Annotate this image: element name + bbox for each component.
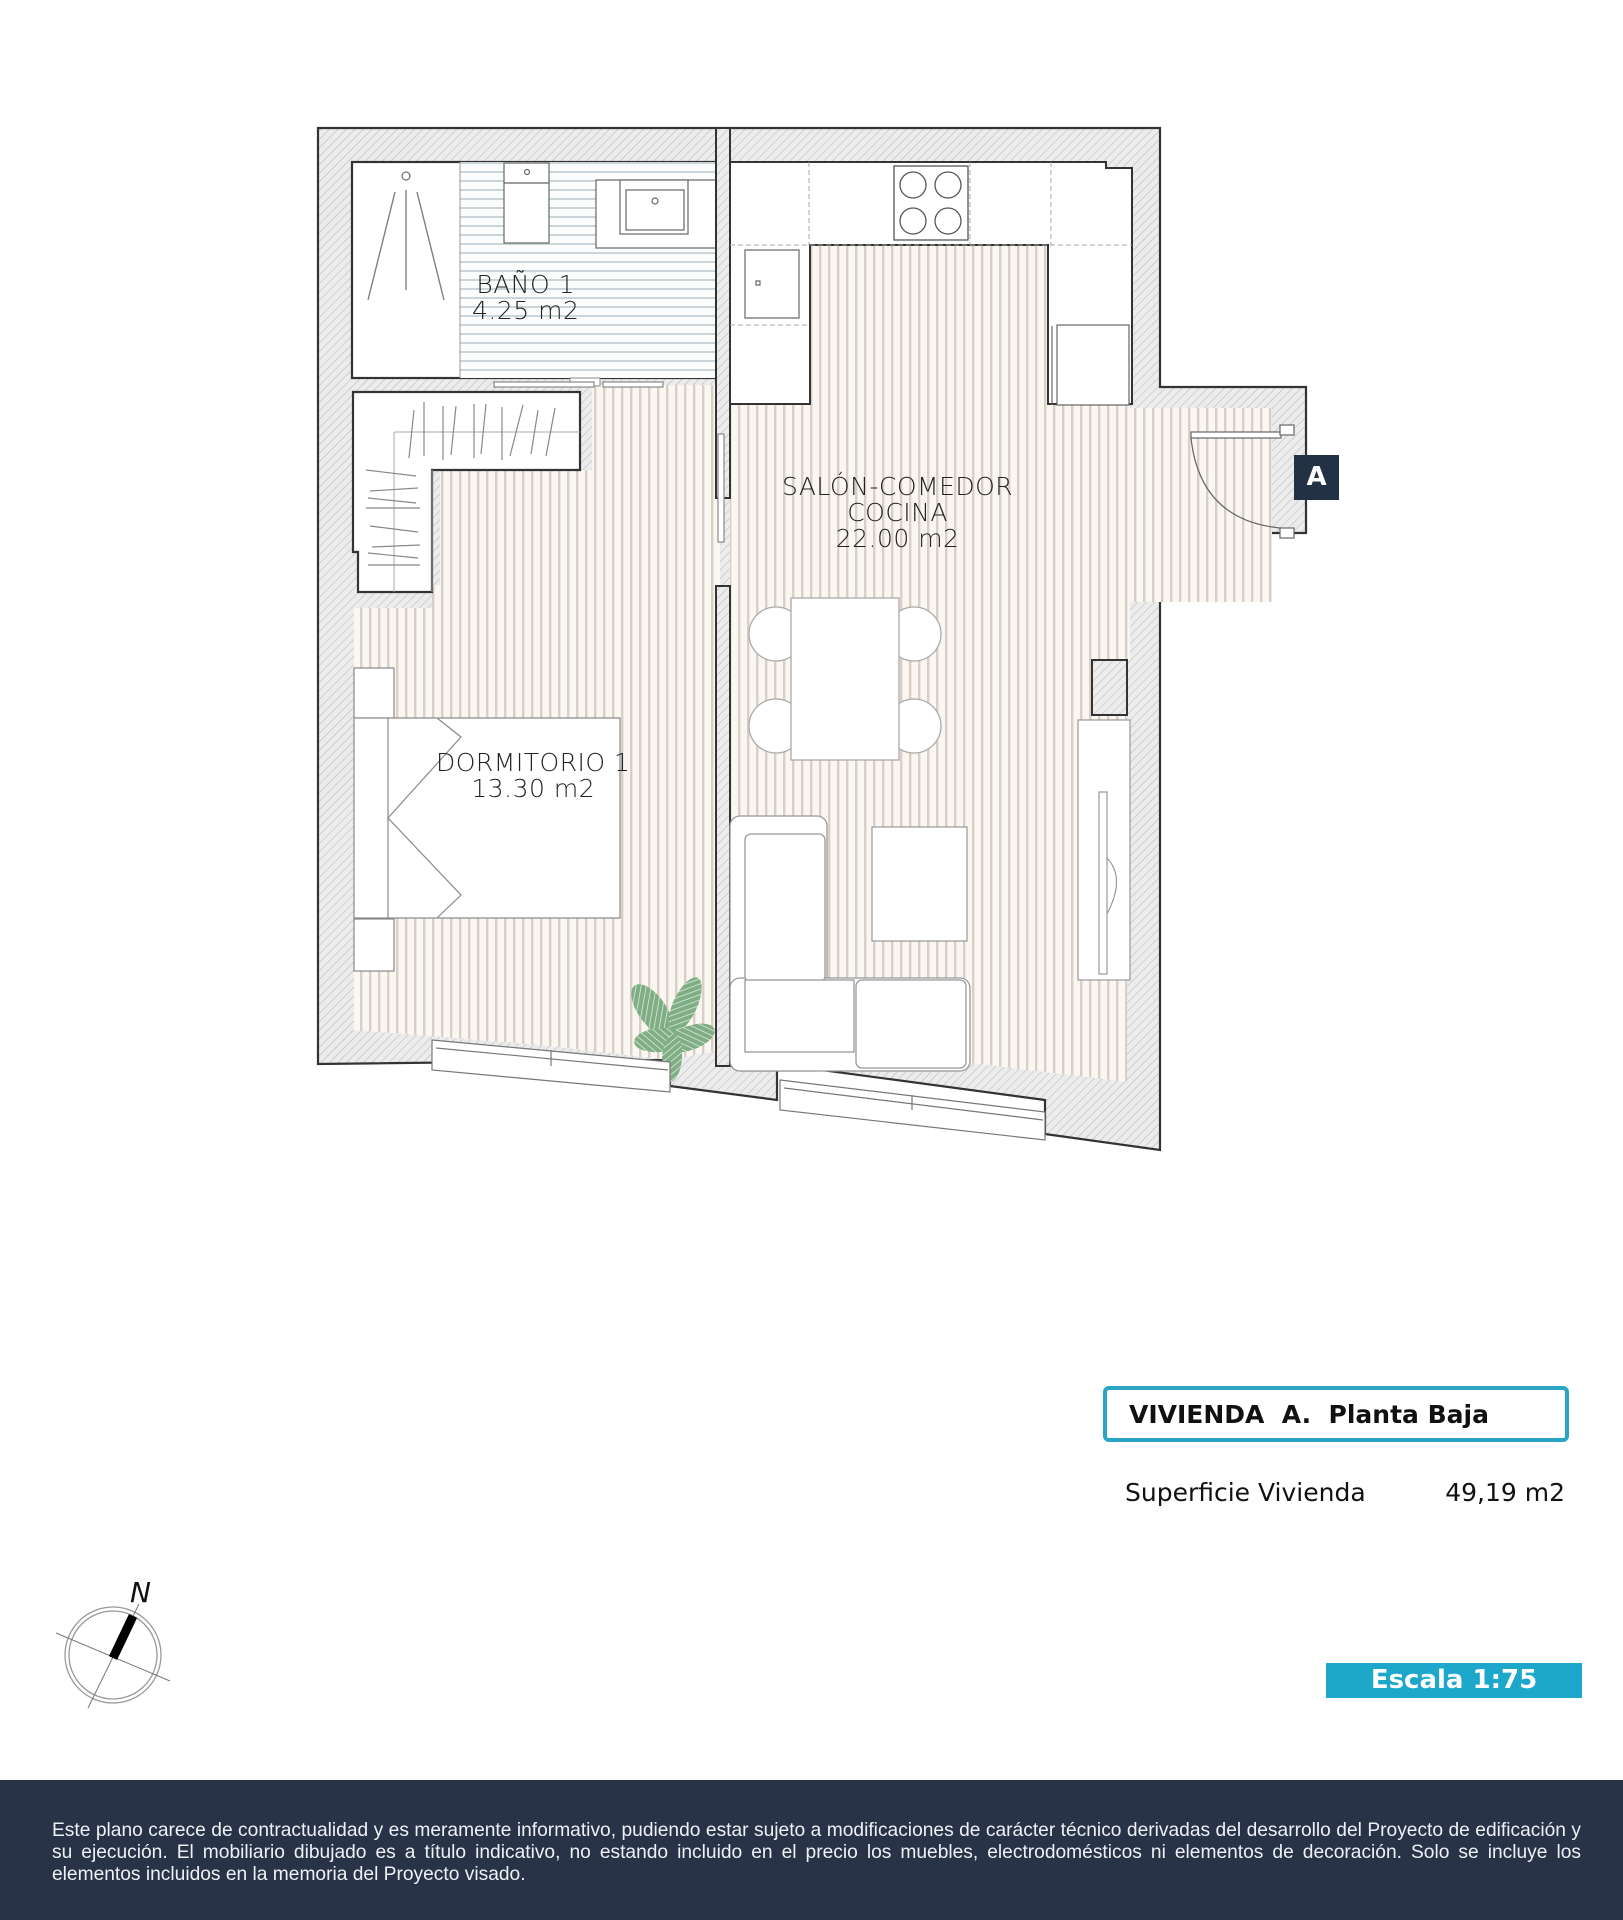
fridge-icon (1051, 324, 1130, 406)
sofa (729, 815, 971, 1072)
room-name-line1: SALÓN-COMEDOR (782, 472, 1014, 501)
window (431, 1039, 1046, 1141)
bathroom (350, 160, 724, 380)
plant-icon (631, 977, 715, 1082)
disclaimer-text: Este plano carece de contractualidad y e… (52, 1820, 1581, 1885)
cooktop-icon (893, 165, 969, 241)
area-value: 49,19 m2 (1445, 1478, 1565, 1507)
bed (353, 667, 621, 972)
interior-walls (569, 127, 1128, 1067)
floor-plan (316, 126, 1308, 1152)
entry-door (1190, 424, 1295, 539)
entry-badge: A (1294, 455, 1339, 500)
title-box: VIVIENDA A. Planta Baja (1103, 1386, 1569, 1442)
room-name: DORMITORIO 1 (436, 748, 631, 777)
shower-icon (367, 171, 445, 301)
kitchen (729, 161, 1133, 406)
kitchen-sink-icon (744, 249, 800, 319)
tv-unit (1077, 719, 1131, 981)
coffee-table (871, 826, 968, 942)
closet (351, 390, 582, 594)
room-label-dormitorio: DORMITORIO 1 13.30 m2 (436, 750, 630, 802)
room-name: BAÑO 1 (476, 270, 576, 299)
room-area: 22.00 m2 (835, 524, 960, 553)
plan-title: VIVIENDA A. Planta Baja (1129, 1399, 1489, 1429)
dining-table (748, 597, 942, 761)
north-label: N (130, 1576, 151, 1609)
room-name-line2: COCINA (847, 498, 948, 527)
room-area: 13.30 m2 (471, 774, 596, 803)
footer: Este plano carece de contractualidad y e… (0, 1780, 1623, 1920)
room-label-salon: SALÓN-COMEDOR COCINA 22.00 m2 (782, 474, 1013, 552)
sliding-door (493, 381, 725, 543)
room-area: 4.25 m2 (472, 296, 580, 325)
scale-badge: Escala 1:75 (1326, 1663, 1582, 1698)
room-label-bano: BAÑO 1 4.25 m2 (472, 272, 579, 324)
toilet-icon (503, 162, 550, 244)
north-arrow-icon: N (55, 1576, 171, 1709)
area-summary: Superficie Vivienda 49,19 m2 (1125, 1478, 1565, 1507)
sink-icon (595, 179, 719, 249)
area-label: Superficie Vivienda (1125, 1478, 1366, 1507)
